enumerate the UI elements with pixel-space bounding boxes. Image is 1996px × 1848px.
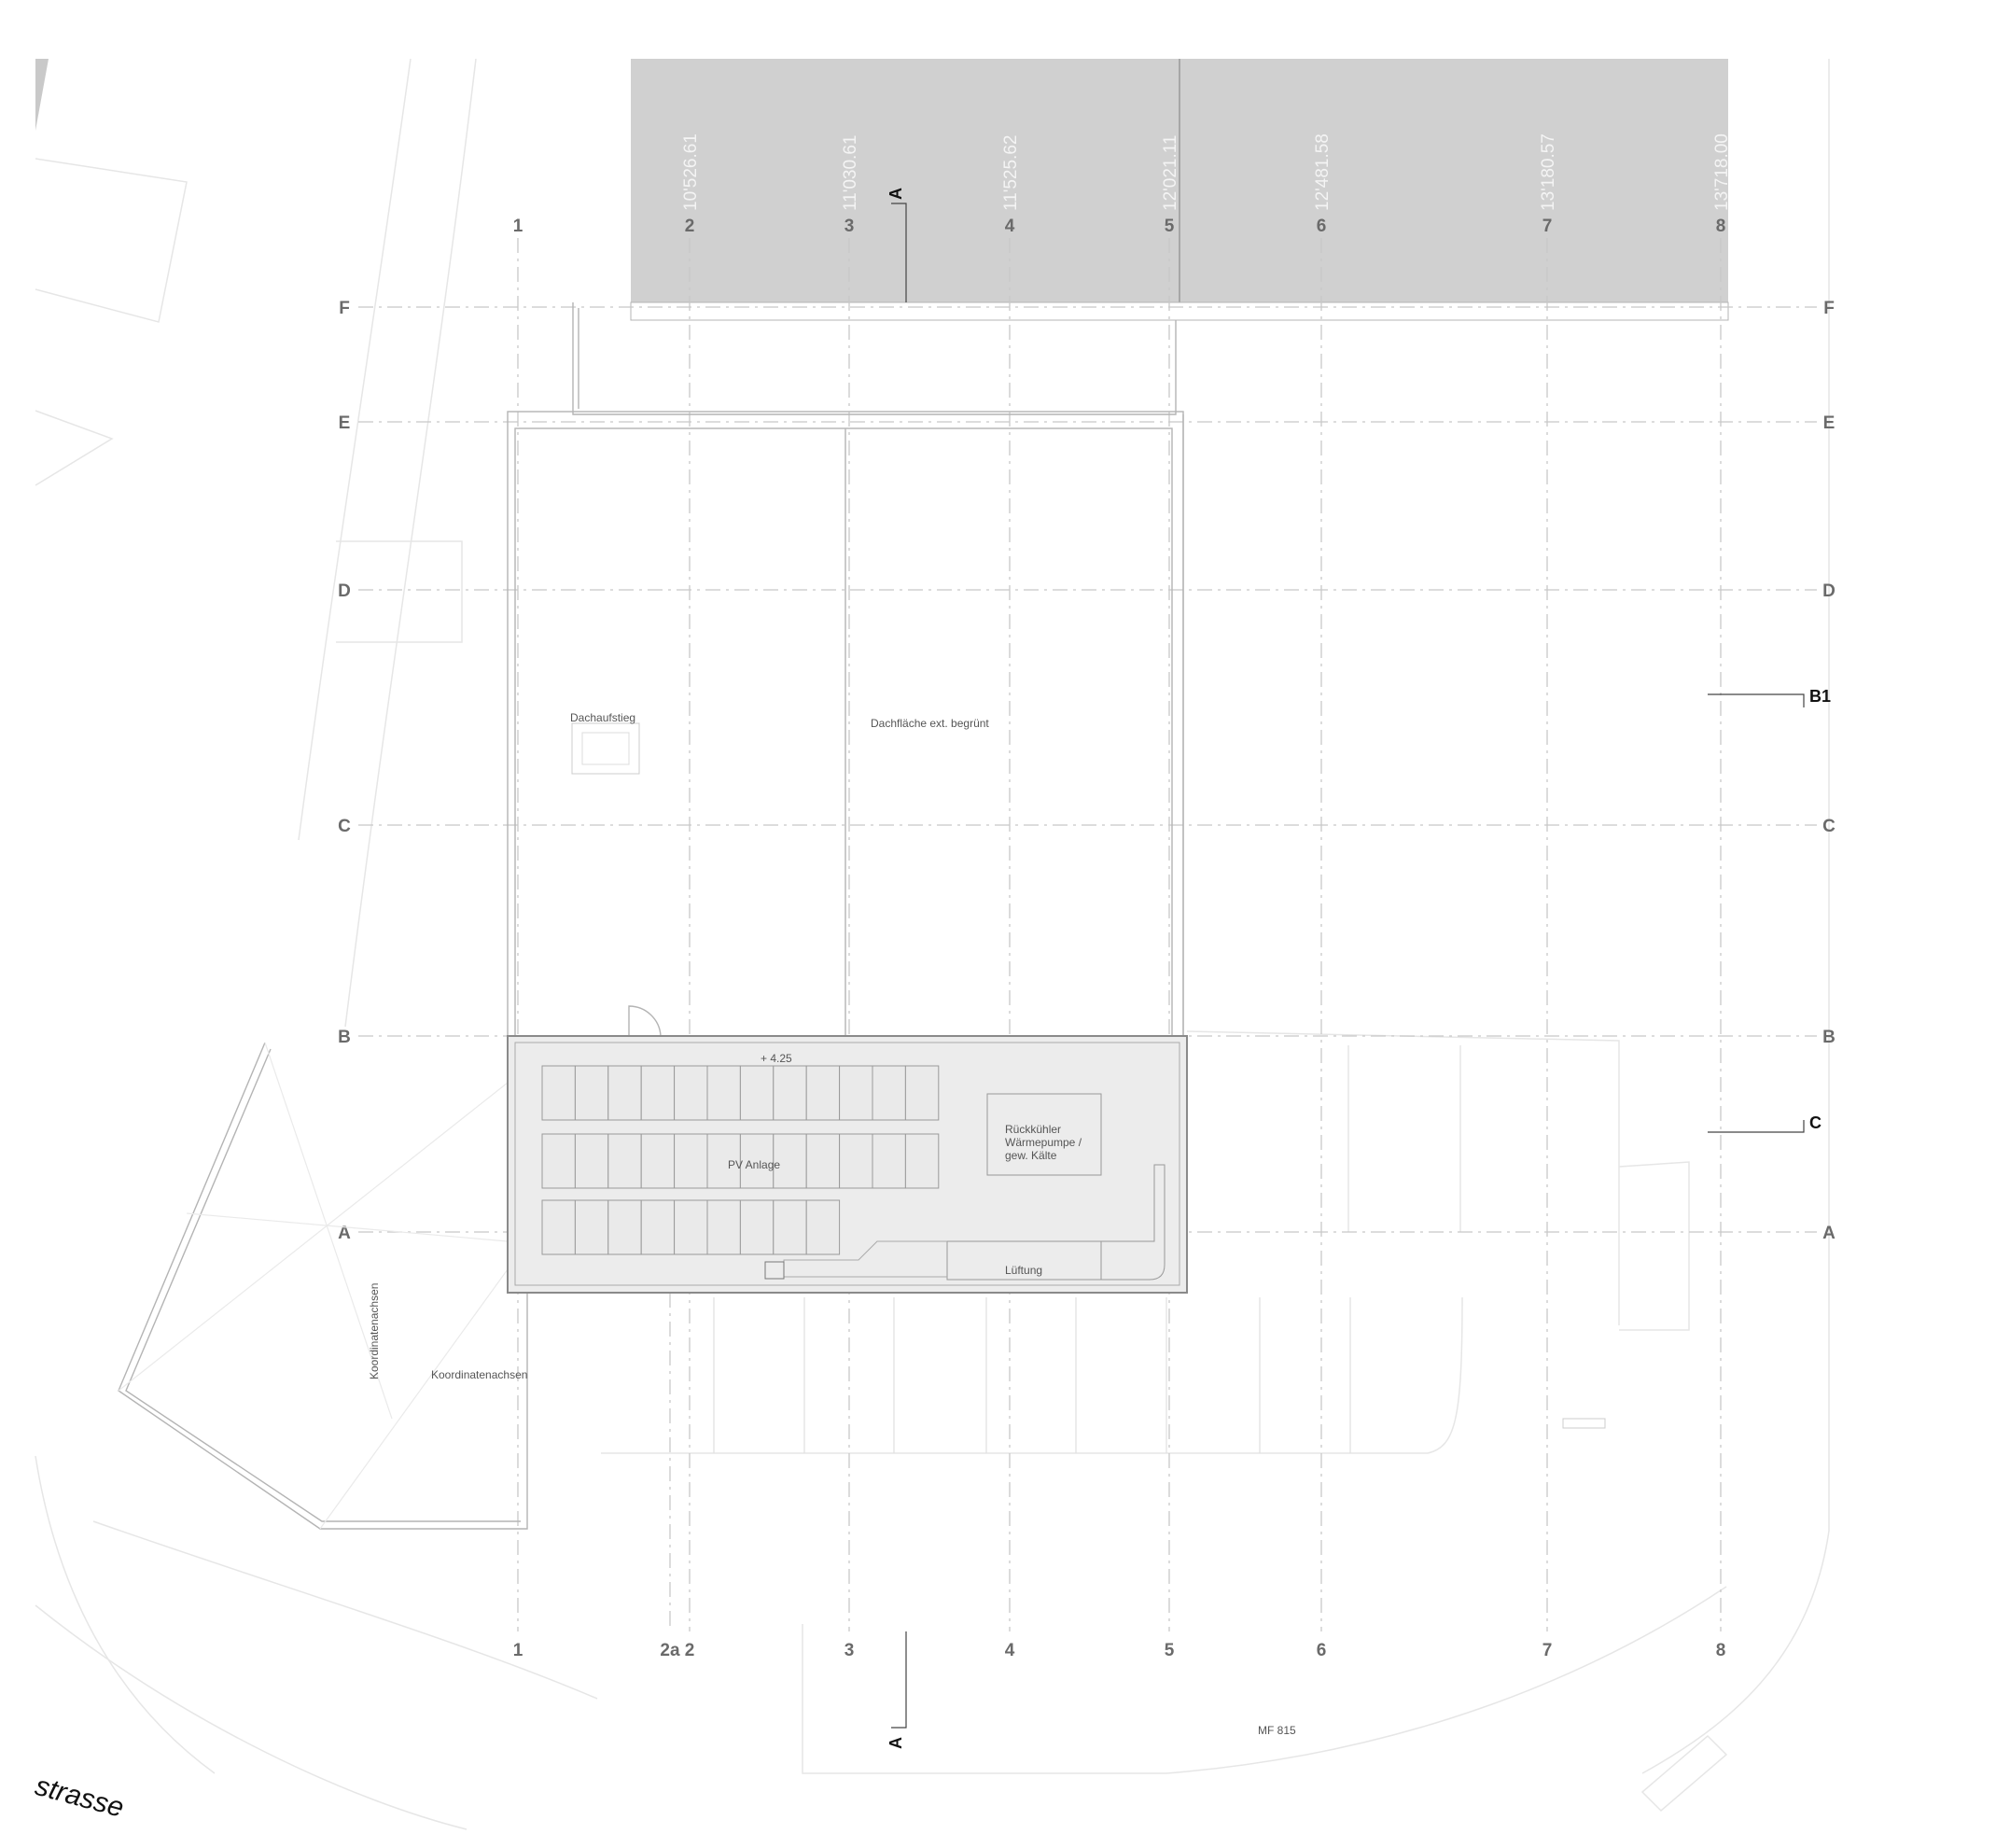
roof-access-hatch (571, 722, 640, 775)
axis-a: A (1822, 1224, 1835, 1243)
pv-panel (739, 1133, 775, 1189)
axis-b: B (338, 1028, 351, 1047)
axis-2a: 2a (660, 1641, 680, 1660)
coordinate-5: 12'021.11 (1161, 135, 1180, 211)
pv-panel (574, 1199, 609, 1255)
section-a-top: A (886, 188, 905, 200)
pv-panel (839, 1065, 873, 1121)
coordinate-8: 13'718.00 (1712, 133, 1732, 211)
pv-panel (839, 1133, 873, 1189)
section-marker-a: A A (886, 188, 907, 1749)
cooler-box (986, 1093, 1102, 1176)
pv-panel (674, 1199, 708, 1255)
pv-panel (904, 1065, 940, 1121)
axis-3: 3 (844, 217, 855, 236)
axis-e: E (339, 413, 351, 433)
pv-panel (872, 1065, 906, 1121)
axis-b: B (1822, 1028, 1835, 1047)
coordinate-2: 10'526.61 (681, 133, 701, 211)
axes-label-horizontal: Koordinatenachsen (431, 1368, 527, 1381)
axis-e: E (1823, 413, 1835, 433)
pv-panel (773, 1199, 807, 1255)
pv-panel (574, 1065, 609, 1121)
technical-area (507, 1035, 1188, 1294)
axis-8: 8 (1716, 1641, 1726, 1660)
pv-panel (640, 1199, 676, 1255)
pv-panel (541, 1199, 576, 1255)
pv-panel (640, 1133, 676, 1189)
section-a-bottom: A (886, 1737, 905, 1749)
roof-area-label: Dachfläche ext. begrünt (871, 717, 989, 730)
ventilation-box (946, 1240, 1102, 1281)
reference-label: MF 815 (1258, 1724, 1296, 1737)
axis-1: 1 (513, 217, 523, 236)
pv-panel (904, 1133, 940, 1189)
axis-7: 7 (1542, 217, 1553, 236)
column-labels-bottom: 1 2a 2 3 4 5 6 7 8 (513, 1641, 1726, 1660)
axis-1: 1 (513, 1641, 523, 1660)
pv-panel (739, 1199, 775, 1255)
coordinate-7: 13'180.57 (1539, 133, 1558, 211)
cooler-label-2: Wärmepumpe / (1005, 1136, 1082, 1149)
axes-label-vertical: Koordinatenachsen (368, 1283, 381, 1379)
pv-panel (541, 1065, 576, 1121)
axis-f: F (339, 299, 350, 318)
grid-lines (358, 238, 1817, 1631)
coordinate-labels: 10'526.61 11'030.61 11'525.62 12'021.11 … (681, 133, 1732, 211)
pv-panel (773, 1065, 807, 1121)
axis-4: 4 (1005, 217, 1015, 236)
row-labels: F E D C B A F E D C B A (338, 299, 1835, 1243)
pv-panel (674, 1065, 708, 1121)
pv-panel (541, 1133, 576, 1189)
ventilation-label: Lüftung (1005, 1264, 1042, 1277)
axis-d: D (1822, 581, 1835, 601)
coordinate-4: 11'525.62 (1001, 135, 1021, 211)
pv-panel (706, 1133, 741, 1189)
axis-6: 6 (1317, 1641, 1327, 1660)
pv-panel (607, 1133, 642, 1189)
section-b1-label: B1 (1809, 687, 1831, 706)
axis-5: 5 (1165, 1641, 1175, 1660)
pv-panel (739, 1065, 775, 1121)
column-labels-top: 1 2 3 4 5 6 7 8 (513, 217, 1726, 236)
pv-panel (640, 1065, 676, 1121)
axis-a: A (338, 1224, 351, 1243)
pv-panel (674, 1133, 708, 1189)
pv-panel (872, 1133, 906, 1189)
coordinate-6: 12'481.58 (1313, 133, 1333, 211)
pv-panel (706, 1199, 741, 1255)
axis-f: F (1823, 299, 1835, 318)
axis-c: C (1822, 817, 1835, 836)
street-label: strasse (32, 1771, 127, 1824)
section-c-label: C (1809, 1113, 1822, 1132)
pv-panel (607, 1065, 642, 1121)
axis-c: C (338, 817, 351, 836)
site-context (35, 58, 1830, 1830)
axis-3: 3 (844, 1641, 855, 1660)
axis-8: 8 (1716, 217, 1726, 236)
axis-2: 2 (685, 217, 695, 236)
elevation-label: + 4.25 (761, 1052, 792, 1065)
pv-label: PV Anlage (728, 1158, 780, 1171)
pv-panel (574, 1133, 609, 1189)
roof-access-label: Dachaufstieg (570, 711, 635, 724)
pv-panel-array (541, 1065, 940, 1255)
section-marker-b1: B1 (1708, 687, 1831, 707)
axis-d: D (338, 581, 351, 601)
coordinate-3: 11'030.61 (841, 135, 860, 211)
pv-panel (805, 1133, 841, 1189)
axis-2: 2 (685, 1641, 695, 1660)
axis-6: 6 (1317, 217, 1327, 236)
pv-panel (607, 1199, 642, 1255)
pv-panel (805, 1199, 841, 1255)
building-outline (118, 302, 1184, 1530)
axis-4: 4 (1005, 1641, 1015, 1660)
cooler-label-1: Rückkühler (1005, 1123, 1061, 1136)
section-marker-c: C (1708, 1113, 1822, 1133)
axis-7: 7 (1542, 1641, 1553, 1660)
axis-5: 5 (1165, 217, 1175, 236)
pv-panel (706, 1065, 741, 1121)
cooler-label-3: gew. Kälte (1005, 1149, 1057, 1162)
pv-panel (805, 1065, 841, 1121)
